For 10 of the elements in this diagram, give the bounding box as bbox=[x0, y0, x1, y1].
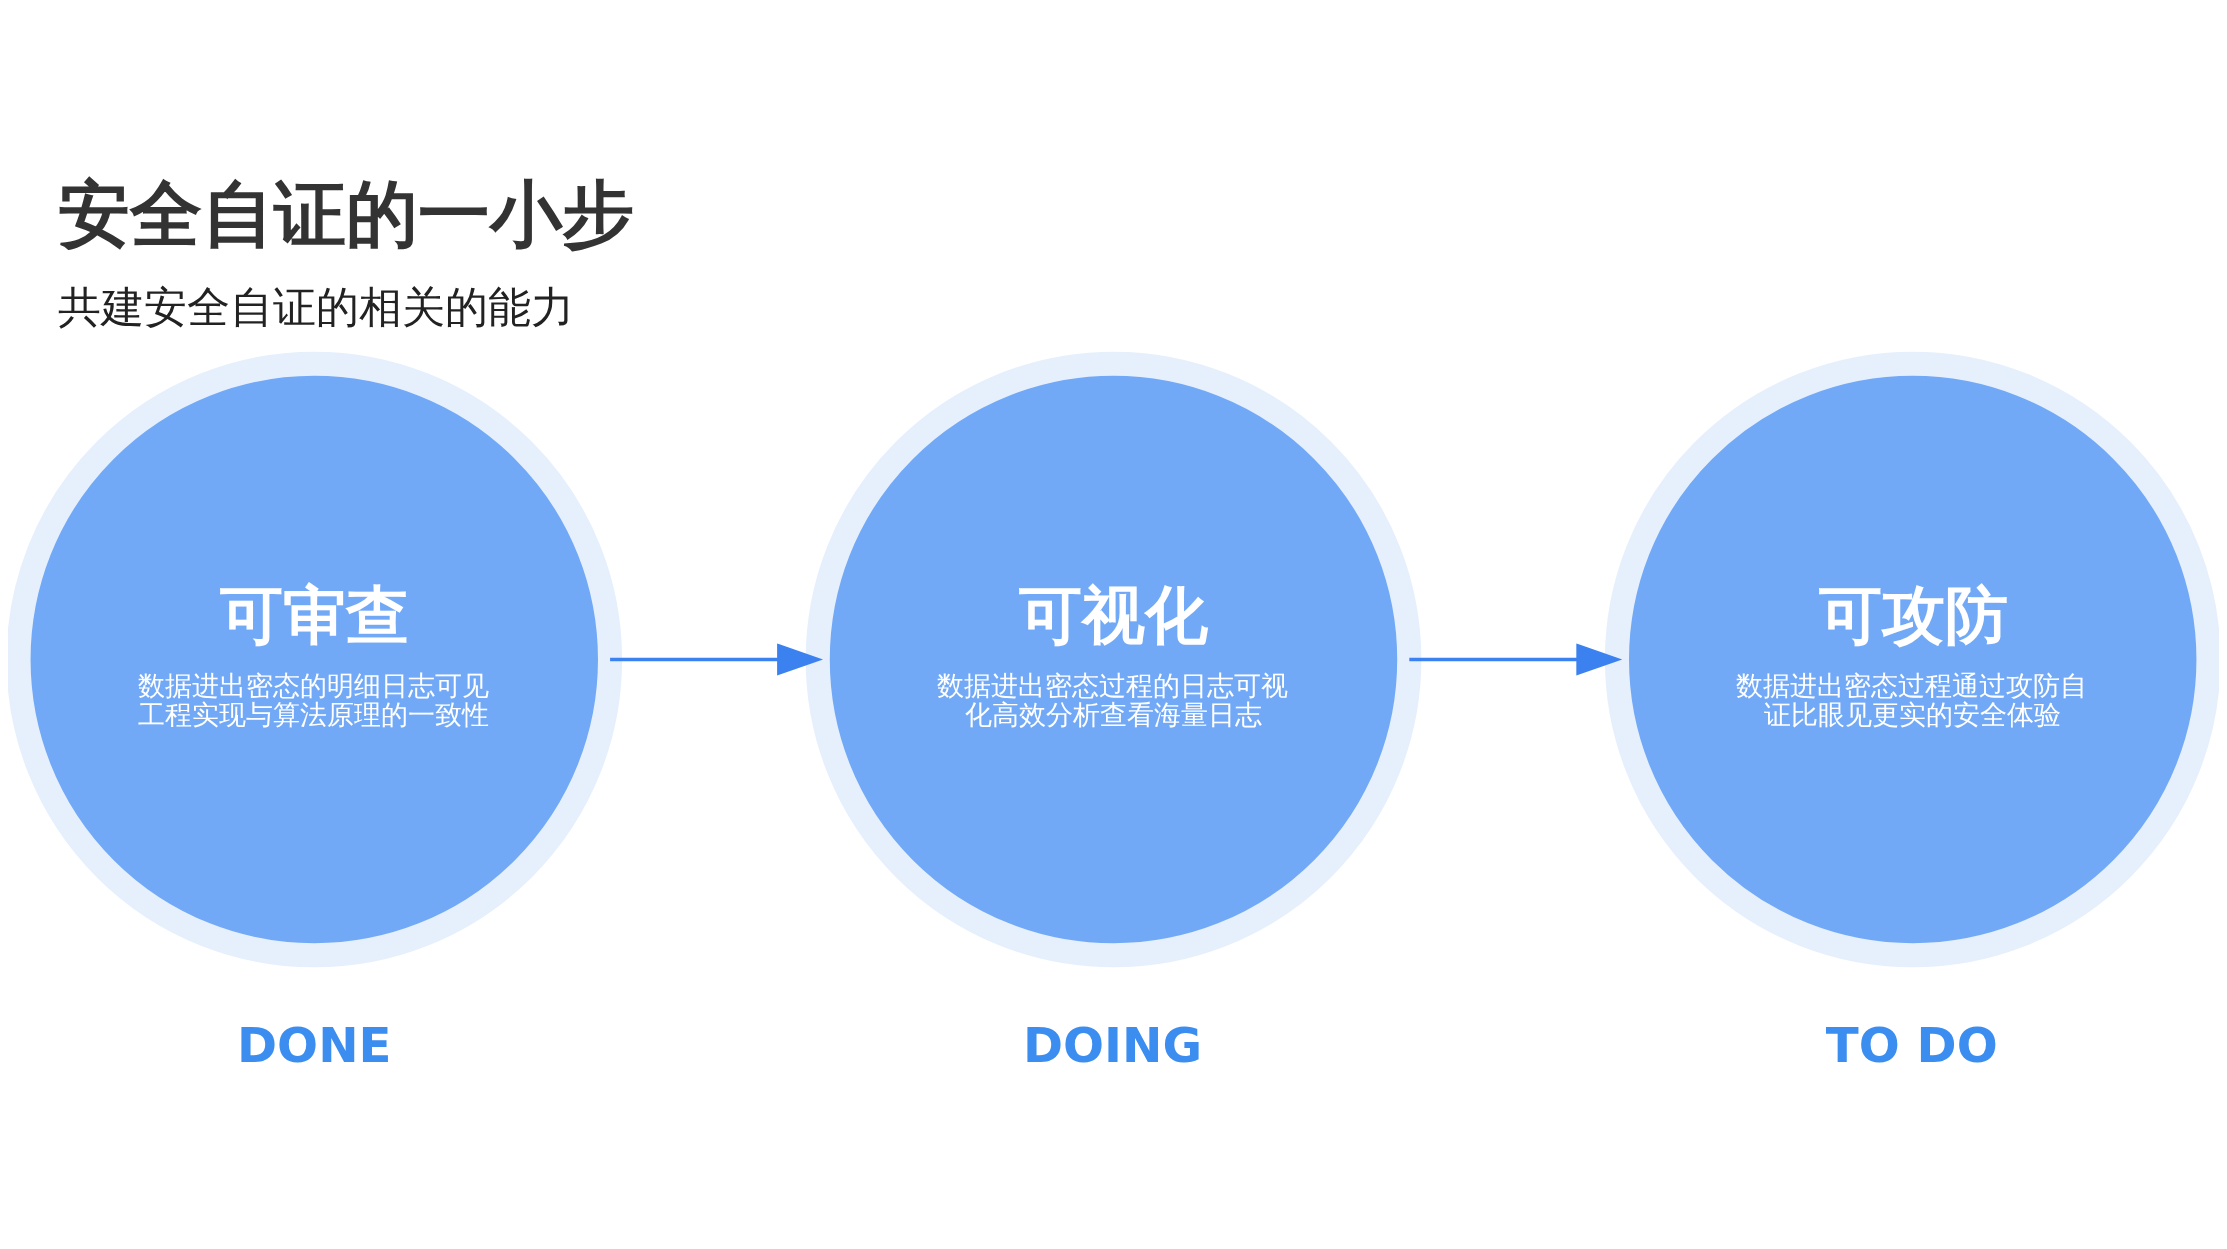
node-label: DONE bbox=[237, 1016, 392, 1073]
arrow bbox=[610, 643, 824, 676]
node-circle: 可审查 数据进出密态的明细日志可见工程实现与算法原理的一致性 bbox=[8, 351, 623, 968]
node-label: DOING bbox=[1022, 1016, 1203, 1073]
diagram-title: 安全自证的一小步 bbox=[58, 172, 635, 257]
caption: 共建安全自证的相关的能力 bbox=[58, 282, 575, 333]
node-circle: 可视化 数据进出密态过程的日志可视化高效分析查看海量日志 bbox=[805, 351, 1422, 968]
node-label: TO DO bbox=[1825, 1016, 1998, 1073]
arrow bbox=[1409, 643, 1623, 676]
node-circle: 可攻防 数据进出密态过程通过攻防自证比眼见更实的安全体验 bbox=[1604, 351, 2219, 968]
